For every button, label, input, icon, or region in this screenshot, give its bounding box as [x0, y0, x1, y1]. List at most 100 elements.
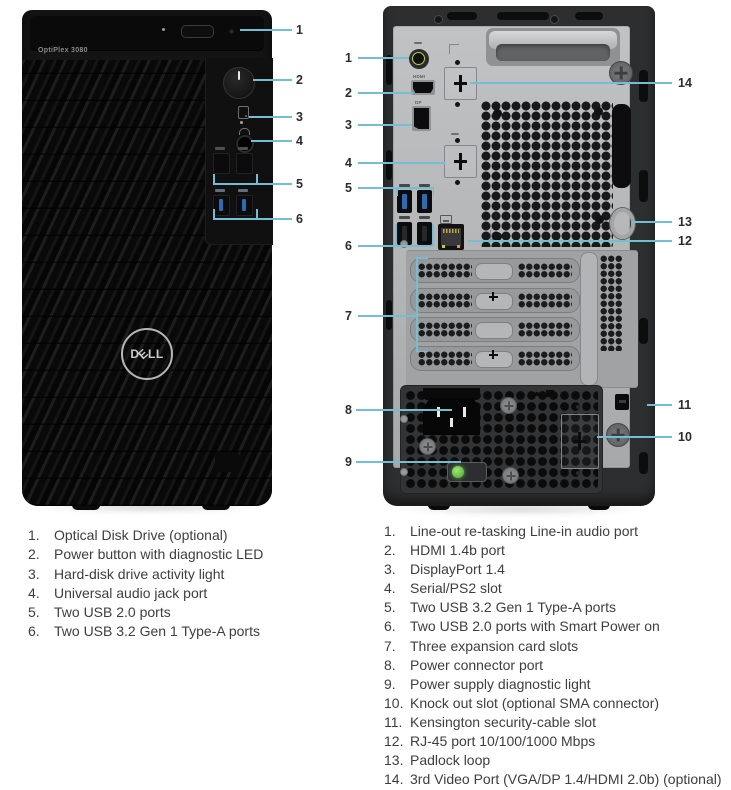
- callout-line: [358, 124, 412, 126]
- legend-number: 6.: [384, 618, 396, 635]
- psu-screw: [502, 467, 519, 484]
- expansion-slot-cover: [410, 258, 580, 283]
- frame-slot: [385, 55, 392, 85]
- thumbscrew: [606, 423, 630, 447]
- frame-slot: [639, 170, 648, 202]
- cover-release-latch: [612, 104, 631, 188]
- callout-number: 3: [296, 110, 303, 124]
- hdmi-port: [411, 80, 435, 95]
- legend-number: 5.: [28, 604, 40, 621]
- usb2-port: [213, 153, 230, 174]
- plate-screw-hole: [455, 138, 460, 143]
- top-vent-slot: [497, 12, 549, 20]
- chassis-handle: [486, 28, 620, 66]
- knockout-screw-hole: [576, 405, 580, 409]
- rear-vent-grid: [481, 101, 613, 247]
- vent-hole: [594, 107, 603, 116]
- legend-number: 1.: [384, 523, 396, 539]
- callout-number: 6: [296, 212, 303, 226]
- hdmi-label: HDMI: [413, 74, 426, 79]
- expansion-slot-cover: [410, 317, 580, 342]
- usb3-port: [397, 190, 412, 213]
- vent-hole: [493, 232, 502, 241]
- kensington-slot: [615, 394, 629, 410]
- legend-item: 2.Power button with diagnostic LED: [28, 546, 358, 565]
- usb2-icon: [399, 216, 410, 219]
- callout-bracket: [432, 187, 435, 196]
- legend-item: 5. Two USB 2.0 ports: [28, 604, 358, 623]
- callout-line: [632, 221, 672, 223]
- legend-text: Two USB 2.0 ports: [54, 604, 171, 621]
- back-tower: HDMI DP: [383, 6, 655, 506]
- frame-slot: [639, 452, 648, 474]
- legend-text: Two USB 3.2 Gen 1 Type-A ports: [54, 623, 260, 640]
- legend-number: 5.: [384, 599, 396, 616]
- callout-line: [249, 116, 292, 118]
- slot-cover-tab: [475, 350, 513, 368]
- psu-screw: [419, 438, 436, 455]
- usb2-port: [236, 153, 253, 174]
- plate-screw-hole: [455, 102, 460, 107]
- legend-text: RJ-45 port 10/100/1000 Mbps: [410, 733, 596, 750]
- psu-screw: [500, 397, 517, 414]
- callout-bracket: [416, 350, 428, 353]
- top-screw-hole: [434, 15, 443, 24]
- front-legend: 1. Optical Disk Drive (optional) 2.Power …: [28, 527, 358, 643]
- thumbscrew: [609, 61, 633, 85]
- psu-indicator-mark: [546, 390, 554, 397]
- usb2-port: [417, 222, 432, 245]
- callout-bracket: [256, 209, 258, 219]
- power-cord-retention-clip: [423, 388, 480, 400]
- usb3-port: [417, 190, 432, 213]
- callout-line: [240, 29, 292, 31]
- usb3-icon: [238, 189, 248, 192]
- legend-number: 1.: [28, 527, 40, 543]
- usb2-icon: [419, 216, 430, 219]
- legend-item: 3. Hard-disk drive activity light: [28, 566, 358, 585]
- model-label: OptiPlex 3080: [38, 47, 88, 54]
- legend-text: Power button with diagnostic LED: [54, 546, 264, 563]
- callout-number: 1: [296, 23, 303, 37]
- legend-item: 1. Optical Disk Drive (optional): [28, 527, 358, 546]
- legend-item: 7.Three expansion card slots: [384, 638, 729, 657]
- legend-text: Padlock loop: [410, 752, 491, 769]
- power-icon: [237, 71, 240, 80]
- legend-number: 3.: [28, 565, 40, 582]
- vent-hole: [493, 109, 502, 118]
- logo-letter: D: [130, 347, 140, 361]
- usb3-icon: [419, 184, 430, 187]
- legend-item: 13.Padlock loop: [384, 752, 729, 771]
- legend-item: 2.HDMI 1.4b port: [384, 542, 729, 561]
- back-legend: 1.Line-out re-tasking Line-in audio port…: [384, 523, 729, 790]
- callout-number: 7: [345, 309, 352, 323]
- frame-slot: [639, 318, 648, 344]
- callout-number: 12: [678, 234, 692, 248]
- network-icon: [440, 215, 452, 224]
- legend-text: Serial/PS2 slot: [410, 580, 502, 597]
- legend-number: 4.: [28, 584, 40, 601]
- logo-letter: L: [155, 347, 164, 361]
- plate-screw-hole: [455, 180, 460, 185]
- legend-item: 6.Two USB 2.0 ports with Smart Power on: [384, 618, 729, 637]
- legend-item: 4.Serial/PS2 slot: [384, 580, 729, 599]
- psu-indicator-mark: [535, 392, 539, 396]
- frame-slot: [639, 70, 648, 102]
- legend-text: Two USB 3.2 Gen 1 Type-A ports: [410, 599, 616, 616]
- emergency-eject-pinhole: [229, 29, 234, 34]
- legend-text: Power supply diagnostic light: [410, 675, 591, 692]
- legend-item: 8.Power connector port: [384, 657, 729, 676]
- drive-led-icon: [162, 28, 165, 31]
- callout-number: 13: [678, 215, 692, 229]
- legend-text: Hard-disk drive activity light: [54, 565, 225, 582]
- top-screw-hole: [550, 15, 559, 24]
- legend-item: 14.3rd Video Port (VGA/DP 1.4/HDMI 2.0b)…: [384, 771, 729, 790]
- callout-line: [358, 92, 413, 94]
- legend-number: 7.: [384, 637, 396, 654]
- legend-number: 8.: [384, 656, 396, 673]
- callout-number: 3: [345, 118, 352, 132]
- slot-retention-bar: [580, 252, 598, 386]
- serial-ps2-label-icon: [451, 133, 459, 135]
- legend-text: Optical Disk Drive (optional): [54, 527, 228, 543]
